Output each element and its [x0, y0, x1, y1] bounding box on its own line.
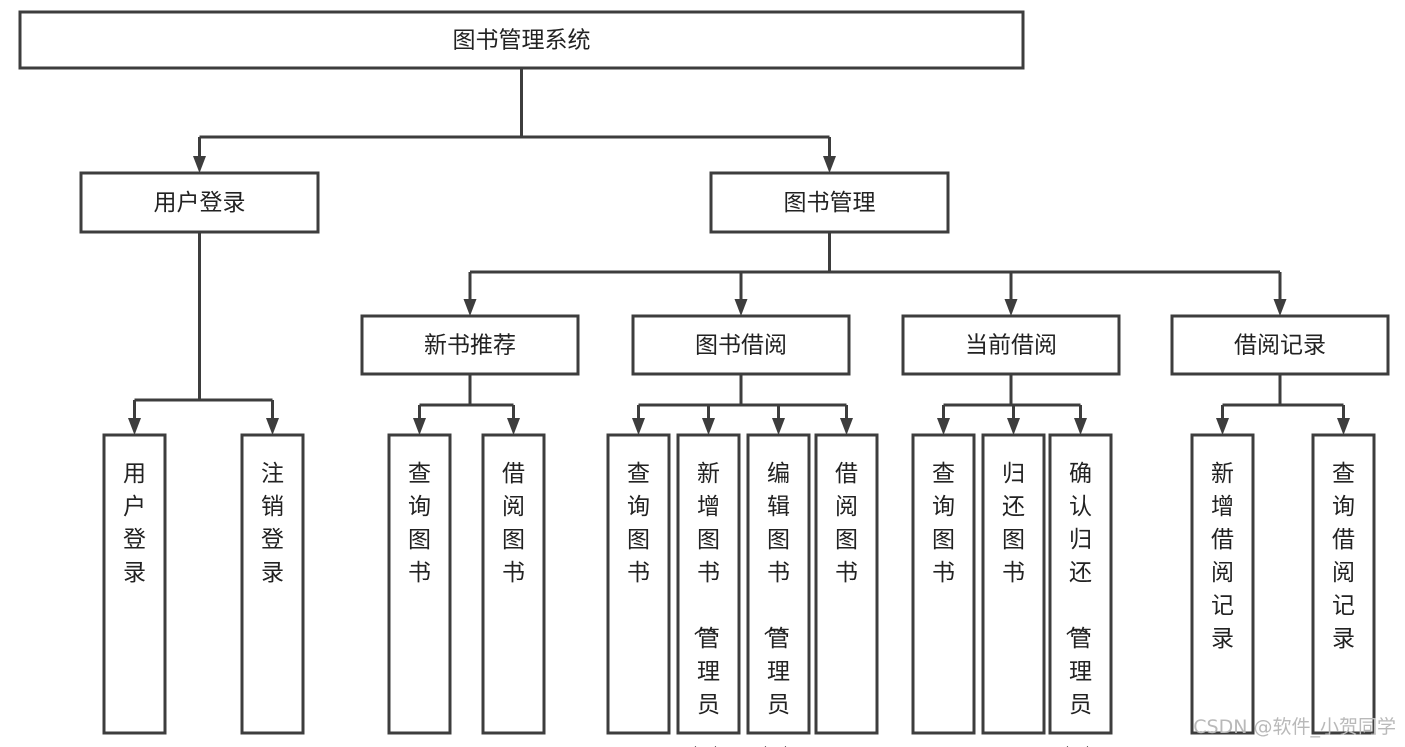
node-box: [911, 433, 976, 735]
node-label: 用户登录: [154, 190, 246, 216]
node-label: 图书借阅: [695, 333, 787, 359]
connector-arrowhead: [1074, 418, 1087, 435]
connector-layer: [128, 68, 1350, 435]
node-box: [387, 433, 452, 735]
node-label: 新增借阅记录: [1211, 461, 1234, 652]
node-box: [981, 433, 1046, 735]
node-label: 图书管理系统: [453, 28, 591, 54]
watermark-label: CSDN @软件_小贺同学: [1193, 716, 1396, 738]
node-l2-user-login[interactable]: 用户登录: [79, 171, 320, 234]
node-label: 查询图书: [627, 461, 650, 586]
node-leaf-br-query-record[interactable]: 查询借阅记录: [1311, 433, 1376, 735]
connector-arrowhead: [413, 418, 426, 435]
node-box: [1170, 314, 1390, 376]
node-box: [79, 171, 320, 234]
node-root[interactable]: 图书管理系统: [18, 10, 1025, 70]
connector-arrowhead: [937, 418, 950, 435]
node-leaf-rec-borrow-book[interactable]: 借阅图书: [481, 433, 546, 735]
node-label: 查询借阅记录: [1332, 461, 1355, 652]
node-label: 确认归还（管理员）: [1063, 461, 1092, 747]
node-box: [240, 433, 305, 735]
node-label: 新书推荐: [424, 333, 516, 359]
node-label: 图书管理: [784, 190, 876, 216]
node-l3-new-book-rec[interactable]: 新书推荐: [360, 314, 580, 376]
node-box: [1048, 433, 1113, 735]
node-box: [360, 314, 580, 376]
node-box: [606, 433, 671, 735]
connector-arrowhead: [1216, 418, 1229, 435]
node-leaf-bb-edit-book[interactable]: 编辑图书（管理员）: [746, 433, 811, 747]
node-l2-book-manage[interactable]: 图书管理: [709, 171, 950, 234]
node-l3-current-borrow[interactable]: 当前借阅: [901, 314, 1121, 376]
node-label: 查询图书: [408, 461, 431, 586]
node-layer: 图书管理系统用户登录图书管理新书推荐图书借阅当前借阅借阅记录用户登录注销登录查询…: [18, 10, 1390, 747]
connector-arrowhead: [1273, 299, 1287, 316]
connector-arrowhead: [128, 418, 141, 435]
node-leaf-cb-confirm-return[interactable]: 确认归还（管理员）: [1048, 433, 1113, 747]
node-leaf-user-logout[interactable]: 注销登录: [240, 433, 305, 735]
connector-arrowhead: [823, 156, 836, 173]
node-box: [676, 433, 741, 735]
node-leaf-cb-return-book[interactable]: 归还图书: [981, 433, 1046, 735]
node-label: 查询图书: [932, 461, 955, 586]
node-label: 借阅图书: [835, 461, 858, 586]
node-box: [709, 171, 950, 234]
node-label: 编辑图书（管理员）: [761, 461, 790, 747]
node-label: 归还图书: [1002, 461, 1025, 586]
node-label: 用户登录: [123, 461, 146, 586]
node-leaf-cb-query-book[interactable]: 查询图书: [911, 433, 976, 735]
node-leaf-bb-query-book[interactable]: 查询图书: [606, 433, 671, 735]
node-box: [1190, 433, 1255, 735]
node-box: [746, 433, 811, 735]
connector-arrowhead: [632, 418, 645, 435]
connector-arrowhead: [1337, 418, 1350, 435]
connector-arrowhead: [463, 299, 477, 316]
node-box: [901, 314, 1121, 376]
node-leaf-bb-add-book[interactable]: 新增图书（管理员）: [676, 433, 741, 747]
connector-arrowhead: [772, 418, 785, 435]
node-label: 新增图书（管理员）: [691, 461, 720, 747]
node-label: 借阅图书: [502, 461, 525, 586]
node-box: [18, 10, 1025, 70]
node-label: 注销登录: [261, 461, 284, 586]
connector-arrowhead: [507, 418, 520, 435]
connector-arrowhead: [702, 418, 715, 435]
node-leaf-rec-query-book[interactable]: 查询图书: [387, 433, 452, 735]
connector-arrowhead: [840, 418, 853, 435]
connector-arrowhead: [1007, 418, 1020, 435]
connector-arrowhead: [1004, 299, 1018, 316]
node-l3-borrow-record[interactable]: 借阅记录: [1170, 314, 1390, 376]
node-box: [102, 433, 167, 735]
node-box: [1311, 433, 1376, 735]
node-leaf-user-login[interactable]: 用户登录: [102, 433, 167, 735]
node-label: 借阅记录: [1234, 333, 1326, 359]
connector-arrowhead: [734, 299, 748, 316]
connector-arrowhead: [193, 156, 206, 173]
node-label: 当前借阅: [965, 333, 1057, 359]
node-leaf-br-add-record[interactable]: 新增借阅记录: [1190, 433, 1255, 735]
node-box: [631, 314, 851, 376]
node-leaf-bb-borrow-book[interactable]: 借阅图书: [814, 433, 879, 735]
connector-arrowhead: [266, 418, 279, 435]
node-box: [814, 433, 879, 735]
node-l3-book-borrow[interactable]: 图书借阅: [631, 314, 851, 376]
node-box: [481, 433, 546, 735]
